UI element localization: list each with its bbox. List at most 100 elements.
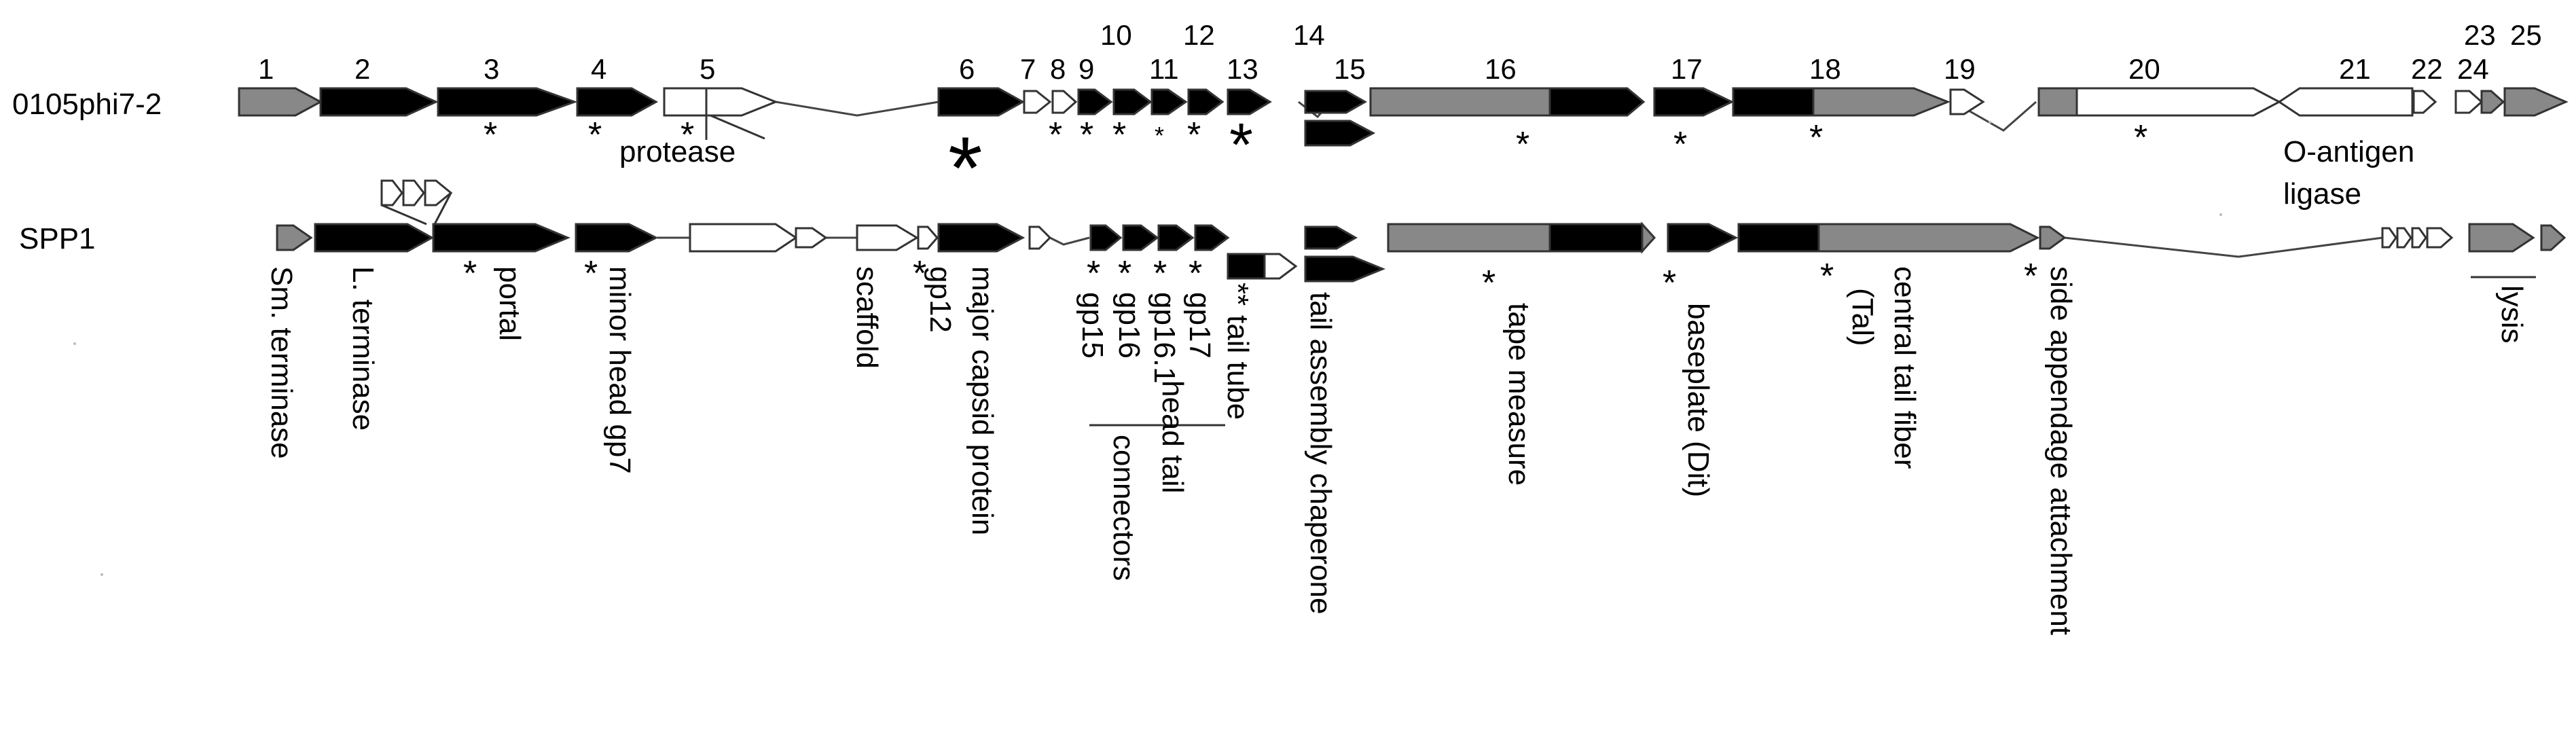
label-tape-measure: tape measure: [1502, 303, 1536, 486]
inset-genes: [380, 179, 453, 225]
gene-number: 3: [484, 53, 499, 85]
gene-number: 24: [2457, 53, 2489, 85]
gene-gp16: [1122, 224, 1159, 251]
gene-number: 22: [2411, 53, 2443, 85]
gene-22: [2412, 90, 2437, 114]
label-l-terminase: L. terminase: [346, 266, 380, 431]
gene-portal: [432, 223, 570, 253]
asterisk-mark: *: [1118, 254, 1131, 293]
gene-small-white-a: [2381, 227, 2397, 249]
gene-number: 14: [1293, 19, 1325, 51]
gene-small-white-b: [2396, 227, 2412, 249]
gene-2: [319, 87, 439, 117]
gene-gp17: [1194, 224, 1230, 251]
label-minor-head: minor head gp7: [603, 266, 636, 474]
gene-small-white-d: [2426, 227, 2454, 249]
gene-central-tail-fiber-strong: [1737, 223, 1820, 253]
gene-number: 6: [959, 53, 975, 85]
gene-gp16-1: [1157, 224, 1195, 251]
gene-number: 17: [1671, 53, 1703, 85]
gene-10: [1112, 88, 1153, 115]
genome-bottom-backbone: [657, 236, 2383, 258]
asterisk-mark: *: [1187, 115, 1201, 155]
gene-17: [1653, 87, 1735, 117]
asterisk-mark: *: [1482, 264, 1495, 303]
gene-14: [1304, 90, 1368, 114]
genome-top-genes: [238, 87, 2569, 147]
asterisk-mark: *: [484, 115, 497, 155]
gene-lysis-a: [2468, 223, 2535, 253]
gene-tape-measure-weak: [1387, 223, 1551, 253]
asterisk-mark: *: [1820, 257, 1834, 296]
asterisk-mark-large: *: [1229, 111, 1253, 179]
asterisk-mark: *: [1663, 264, 1676, 303]
gene-5a: [663, 87, 708, 117]
asterisk-mark: *: [1112, 115, 1126, 155]
gene-1: [238, 87, 323, 117]
gene-number: 15: [1334, 53, 1366, 85]
gene-tail-tube-white: [1263, 253, 1298, 280]
gene-number: 7: [1020, 53, 1036, 85]
gene-number: 8: [1050, 53, 1066, 85]
gene-number: 4: [591, 53, 606, 85]
gene-3: [437, 87, 578, 117]
gene-tape-measure-strong: [1548, 223, 1644, 253]
asterisk-mark: *: [584, 254, 598, 293]
gene-number: 10: [1100, 19, 1132, 51]
genome-name-spp1: SPP1: [19, 222, 96, 255]
gene-25: [2503, 87, 2569, 117]
gene-major-capsid: [937, 223, 1026, 253]
gene-18-strong: [1732, 87, 1815, 117]
gene-12: [1187, 88, 1224, 115]
gene-18-weak: [1812, 87, 1951, 117]
asterisk-mark: *: [1087, 254, 1100, 293]
genome-name-0105phi7-2: 0105phi7-2: [12, 88, 162, 121]
gene-20-weak: [2037, 87, 2078, 117]
gene-tail-tube: [1227, 253, 1266, 280]
asterisk-mark: *: [2134, 118, 2147, 158]
asterisk-mark: *: [1049, 115, 1062, 155]
asterisk-mark: *: [1080, 115, 1093, 155]
bracket-lines: [1089, 276, 2536, 427]
gene-number: 19: [1944, 53, 1976, 85]
gene-white-b: [795, 227, 828, 249]
label-gp17: gp17: [1183, 292, 1216, 359]
asterisk-mark: *: [463, 254, 477, 293]
gene-number: 18: [1809, 53, 1841, 85]
gene-number: 5: [700, 53, 715, 85]
gene-number: 13: [1227, 53, 1258, 85]
gene-5b: [705, 87, 779, 117]
gene-8: [1051, 90, 1078, 114]
vertical-labels: Sm. terminase L. terminase portal minor …: [265, 266, 2528, 635]
gene-side-appendage: [2039, 225, 2067, 250]
label-tail-chaperone: tail assembly chaperone: [1304, 292, 1337, 614]
gene-11: [1150, 88, 1188, 115]
gene-number: 23: [2464, 19, 2496, 51]
label-head-tail: head tail: [1156, 380, 1189, 493]
label-gp16: gp16: [1112, 292, 1146, 359]
gene-23: [2454, 90, 2484, 114]
asterisk-mark: *: [1189, 254, 1202, 293]
gene-minor-head: [575, 223, 659, 253]
label-side-appendage: side appendage attachment: [2044, 266, 2078, 635]
gene-sm-terminase: [276, 224, 313, 251]
gene-lysis-b: [2540, 224, 2566, 251]
label-tail-tube: tail tube: [1221, 315, 1254, 420]
gene-gp12: [917, 225, 939, 250]
gene-number: 9: [1078, 53, 1094, 85]
gene-number: 1: [258, 53, 274, 85]
asterisk-mark: *: [681, 115, 694, 155]
asterisk-mark: *: [1153, 254, 1167, 293]
gene-16-weak: [1369, 87, 1551, 117]
asterisk-mark: *: [2024, 257, 2037, 296]
gene-numbers-top: 1 2 3 4 5 6 7 8 9 10 11 12 13 14 15 16 1…: [258, 19, 2542, 85]
gene-15: [1304, 120, 1376, 147]
gene-number: 11: [1149, 53, 1179, 85]
asterisks-bottom: * * * * * * * * * * *: [463, 254, 2037, 303]
asterisk-mark: *: [913, 254, 926, 293]
label-tal: (Tal): [1846, 288, 1879, 346]
genome-spp1: SPP1: [19, 179, 2566, 635]
label-central-tail-fiber: central tail fiber: [1888, 266, 1921, 469]
genome-0105phi7-2: 0105phi7-2: [12, 19, 2569, 217]
gene-tail-chaperone-b: [1304, 255, 1385, 283]
